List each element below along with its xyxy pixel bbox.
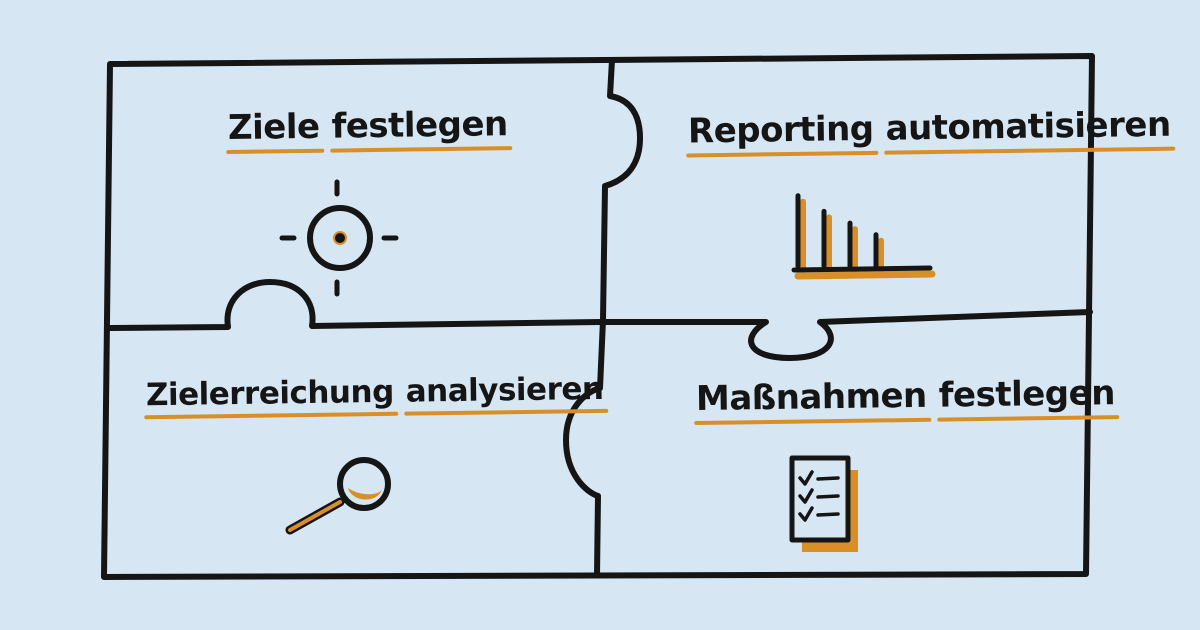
title-word: Reporting [688,109,874,158]
target-icon [279,179,399,297]
title-word: Ziele [228,107,320,154]
title-word: festlegen [938,373,1115,421]
magnifier-icon [285,457,391,535]
horizontal-divider [107,279,1093,361]
title-word: automatisieren [885,105,1171,155]
puzzle-frame [101,53,1095,580]
title-word: Maßnahmen [696,376,927,425]
chart-baseline [791,265,933,273]
vertical-divider [563,57,643,578]
title-word: analysieren [405,371,603,416]
title-word: Zielerreichung [146,374,394,419]
chart-baseline-shadow [794,270,936,280]
checklist-icon [789,455,858,552]
bar-chart-icon [791,193,936,280]
title-word: festlegen [331,104,508,152]
